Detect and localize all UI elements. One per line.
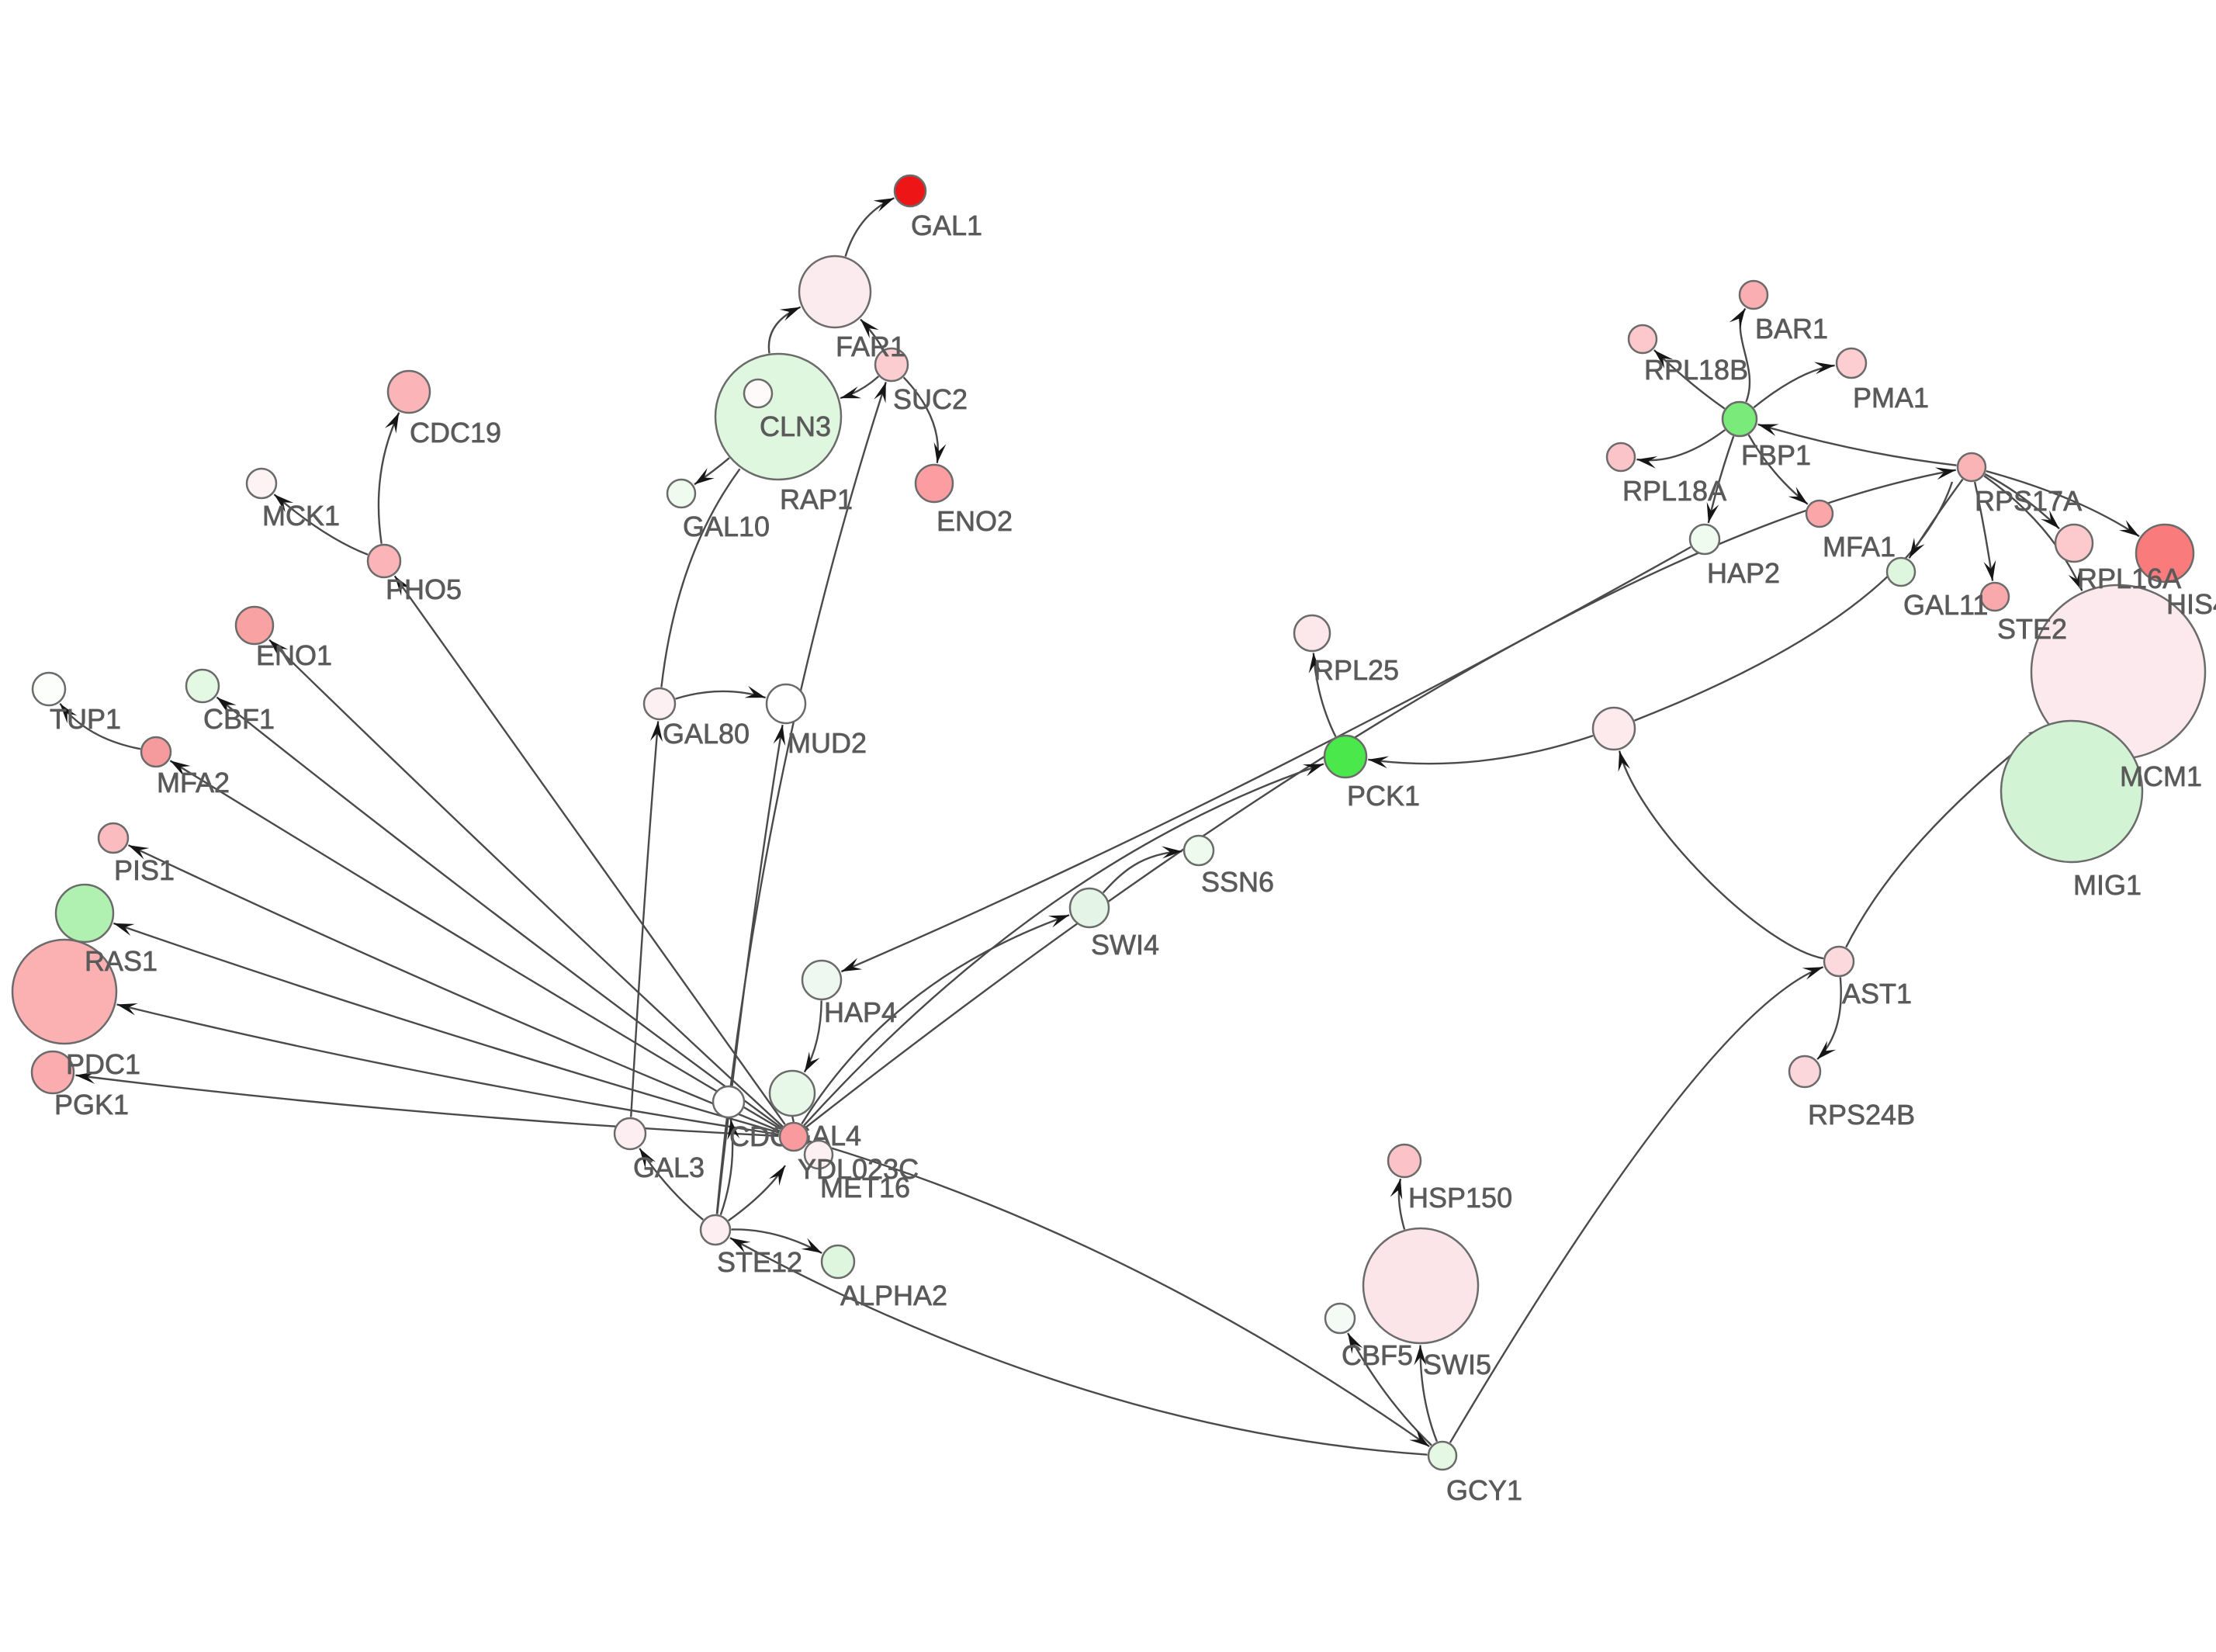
- svg-text:SSN6: SSN6: [1201, 866, 1274, 898]
- svg-text:MFA2: MFA2: [157, 767, 230, 798]
- svg-text:ENO2: ENO2: [937, 505, 1013, 537]
- svg-text:SWI5: SWI5: [1423, 1349, 1491, 1380]
- svg-text:HAP2: HAP2: [1707, 557, 1780, 589]
- svg-text:SWI4: SWI4: [1091, 929, 1159, 961]
- svg-text:GAL11: GAL11: [1903, 589, 1988, 621]
- svg-text:GAL1: GAL1: [911, 210, 982, 241]
- svg-text:GAL80: GAL80: [663, 718, 750, 750]
- svg-text:FBP1: FBP1: [1741, 439, 1811, 471]
- svg-text:PDC1: PDC1: [66, 1048, 140, 1080]
- svg-text:PCK1: PCK1: [1347, 780, 1420, 812]
- svg-text:STE12: STE12: [717, 1246, 802, 1278]
- svg-text:HAP4: HAP4: [824, 996, 897, 1028]
- svg-text:CBF1: CBF1: [203, 703, 275, 735]
- svg-text:CLN3: CLN3: [760, 410, 831, 442]
- svg-text:BAR1: BAR1: [1755, 313, 1828, 345]
- svg-text:PMA1: PMA1: [1853, 382, 1929, 414]
- svg-text:PHO5: PHO5: [386, 573, 462, 605]
- svg-text:CBF5: CBF5: [1342, 1339, 1413, 1371]
- svg-text:TUP1: TUP1: [50, 703, 121, 735]
- svg-text:SUC2: SUC2: [893, 383, 968, 415]
- svg-text:RPS17A: RPS17A: [1975, 485, 2082, 517]
- svg-text:RPS24B: RPS24B: [1808, 1099, 1915, 1131]
- svg-text:ALPHA2: ALPHA2: [840, 1280, 947, 1311]
- svg-text:AST1: AST1: [1842, 978, 1912, 1010]
- svg-text:ENO1: ENO1: [256, 639, 332, 671]
- svg-text:GAL3: GAL3: [633, 1152, 705, 1183]
- svg-text:MFA1: MFA1: [1823, 531, 1896, 563]
- svg-text:MCM1: MCM1: [2120, 760, 2202, 792]
- svg-text:RPL18A: RPL18A: [1622, 475, 1726, 507]
- svg-text:MIG1: MIG1: [2073, 869, 2142, 901]
- svg-text:HSP150: HSP150: [1408, 1182, 1512, 1214]
- svg-text:HIS4: HIS4: [2166, 588, 2216, 620]
- svg-text:STE2: STE2: [1997, 613, 2067, 645]
- svg-text:YDL023C: YDL023C: [798, 1153, 919, 1185]
- svg-text:PGK1: PGK1: [54, 1089, 129, 1120]
- svg-text:RPL18B: RPL18B: [1644, 354, 1748, 386]
- svg-text:RPL16A: RPL16A: [2077, 563, 2181, 594]
- svg-text:MET16: MET16: [820, 1172, 910, 1204]
- svg-text:GAL10: GAL10: [683, 511, 770, 542]
- svg-text:MUD2: MUD2: [788, 727, 867, 759]
- svg-text:CDC19: CDC19: [410, 417, 501, 448]
- svg-text:RAS1: RAS1: [85, 945, 158, 977]
- svg-text:FAR1: FAR1: [836, 331, 905, 362]
- svg-text:RAP1: RAP1: [780, 483, 853, 515]
- svg-text:RPL25: RPL25: [1314, 654, 1399, 686]
- svg-text:GCY1: GCY1: [1446, 1474, 1522, 1506]
- svg-text:PIS1: PIS1: [114, 854, 175, 886]
- svg-text:MCK1: MCK1: [262, 500, 340, 532]
